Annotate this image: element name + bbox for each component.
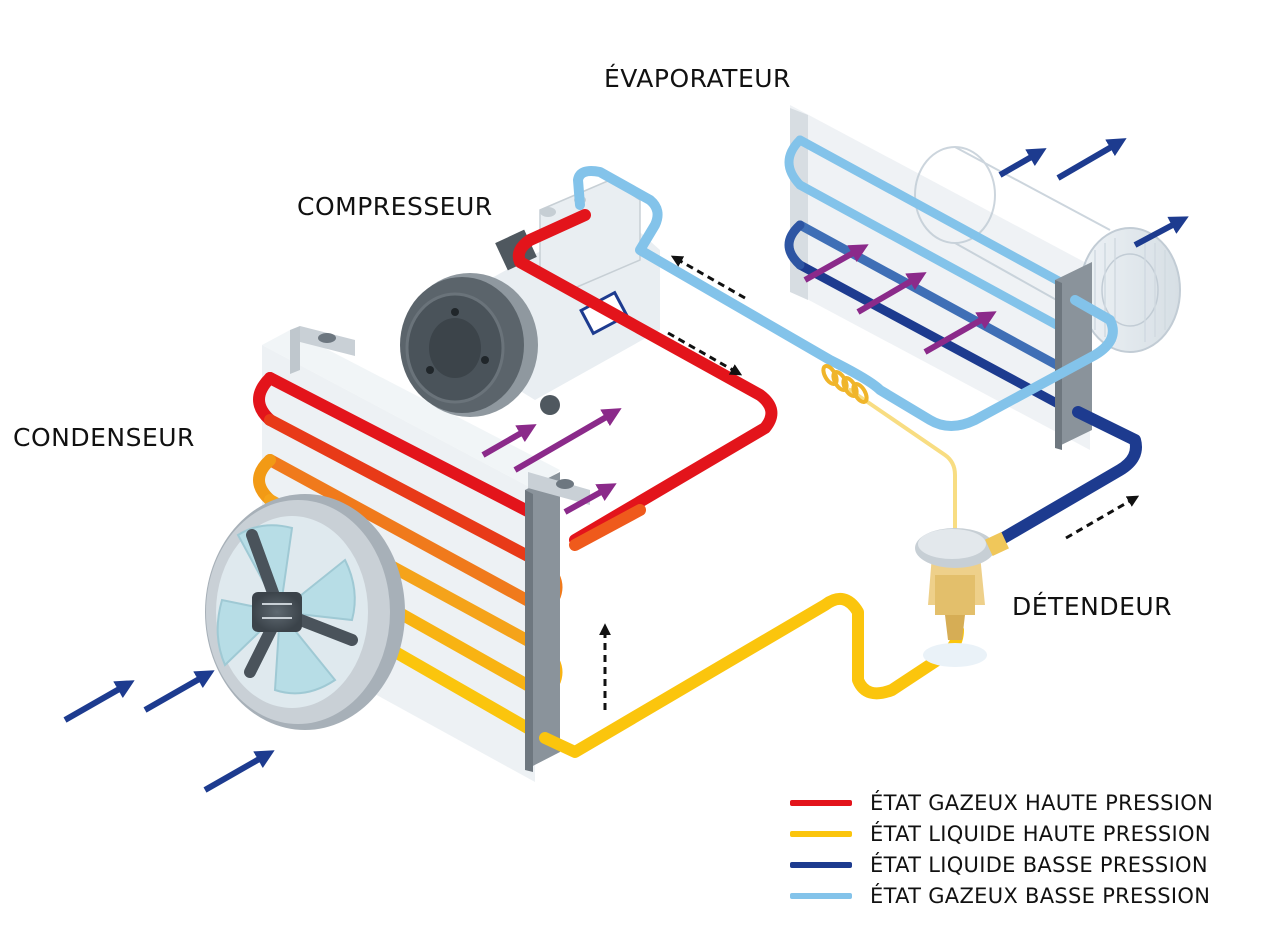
expansion-valve-label: DÉTENDEUR xyxy=(1012,592,1173,621)
air-outlet-arrow xyxy=(1056,138,1127,181)
evaporator-housing xyxy=(790,105,1090,450)
legend-swatch xyxy=(790,799,852,806)
sensor-capillary-line xyxy=(848,388,957,532)
heat-arrow xyxy=(563,483,617,515)
sensor-bulb xyxy=(821,363,869,405)
heat-arrow xyxy=(803,244,869,283)
legend-item: ÉTAT LIQUIDE BASSE PRESSION xyxy=(790,849,1213,880)
heat-arrow xyxy=(513,408,622,473)
evaporator xyxy=(784,105,1181,450)
air-inlet-arrow xyxy=(143,670,215,713)
condenser-fan xyxy=(205,494,405,730)
legend-label: ÉTAT LIQUIDE HAUTE PRESSION xyxy=(870,821,1211,846)
low-pressure-gas-line xyxy=(573,166,1118,431)
air-inlet-arrow xyxy=(203,750,275,793)
legend-item: ÉTAT LIQUIDE HAUTE PRESSION xyxy=(790,818,1213,849)
high-pressure-liquid-line xyxy=(539,592,964,758)
low-pressure-liquid-line xyxy=(994,406,1142,546)
legend-label: ÉTAT LIQUIDE BASSE PRESSION xyxy=(870,852,1208,877)
air-inlet-arrows xyxy=(63,670,275,793)
air-outlet-arrows xyxy=(998,138,1189,248)
legend-item: ÉTAT GAZEUX BASSE PRESSION xyxy=(790,880,1213,911)
condenser-label: CONDENSEUR xyxy=(13,423,195,452)
condenser xyxy=(253,326,590,782)
air-outlet-arrow xyxy=(998,148,1047,178)
legend-swatch xyxy=(790,861,852,868)
expansion-valve xyxy=(915,528,1009,667)
legend-swatch xyxy=(790,892,852,899)
legend-label: ÉTAT GAZEUX HAUTE PRESSION xyxy=(870,790,1214,815)
air-inlet-arrow xyxy=(63,680,135,723)
legend-swatch xyxy=(790,830,852,837)
compressor xyxy=(400,179,660,417)
high-pressure-gas-line xyxy=(512,209,778,546)
compressor-label: COMPRESSEUR xyxy=(297,192,493,221)
heat-arrow xyxy=(481,424,537,458)
air-outlet-arrow xyxy=(1133,216,1189,248)
condenser-left-bracket xyxy=(290,326,355,374)
flow-arrow xyxy=(1065,495,1140,540)
legend-item: ÉTAT GAZEUX HAUTE PRESSION xyxy=(790,787,1213,818)
legend: ÉTAT GAZEUX HAUTE PRESSION ÉTAT LIQUIDE … xyxy=(790,787,1213,911)
heat-arrow xyxy=(856,272,927,315)
evaporator-label: ÉVAPORATEUR xyxy=(604,64,791,93)
heat-arrow xyxy=(923,311,997,355)
flow-arrow xyxy=(667,331,743,376)
condenser-right-plate xyxy=(525,472,560,770)
flow-direction-arrows xyxy=(599,255,1140,710)
heat-flow-arrows xyxy=(481,244,997,515)
legend-label: ÉTAT GAZEUX BASSE PRESSION xyxy=(870,883,1211,908)
condenser-right-bracket xyxy=(528,472,590,505)
flow-arrow xyxy=(670,255,746,300)
fan-hub xyxy=(252,592,302,632)
